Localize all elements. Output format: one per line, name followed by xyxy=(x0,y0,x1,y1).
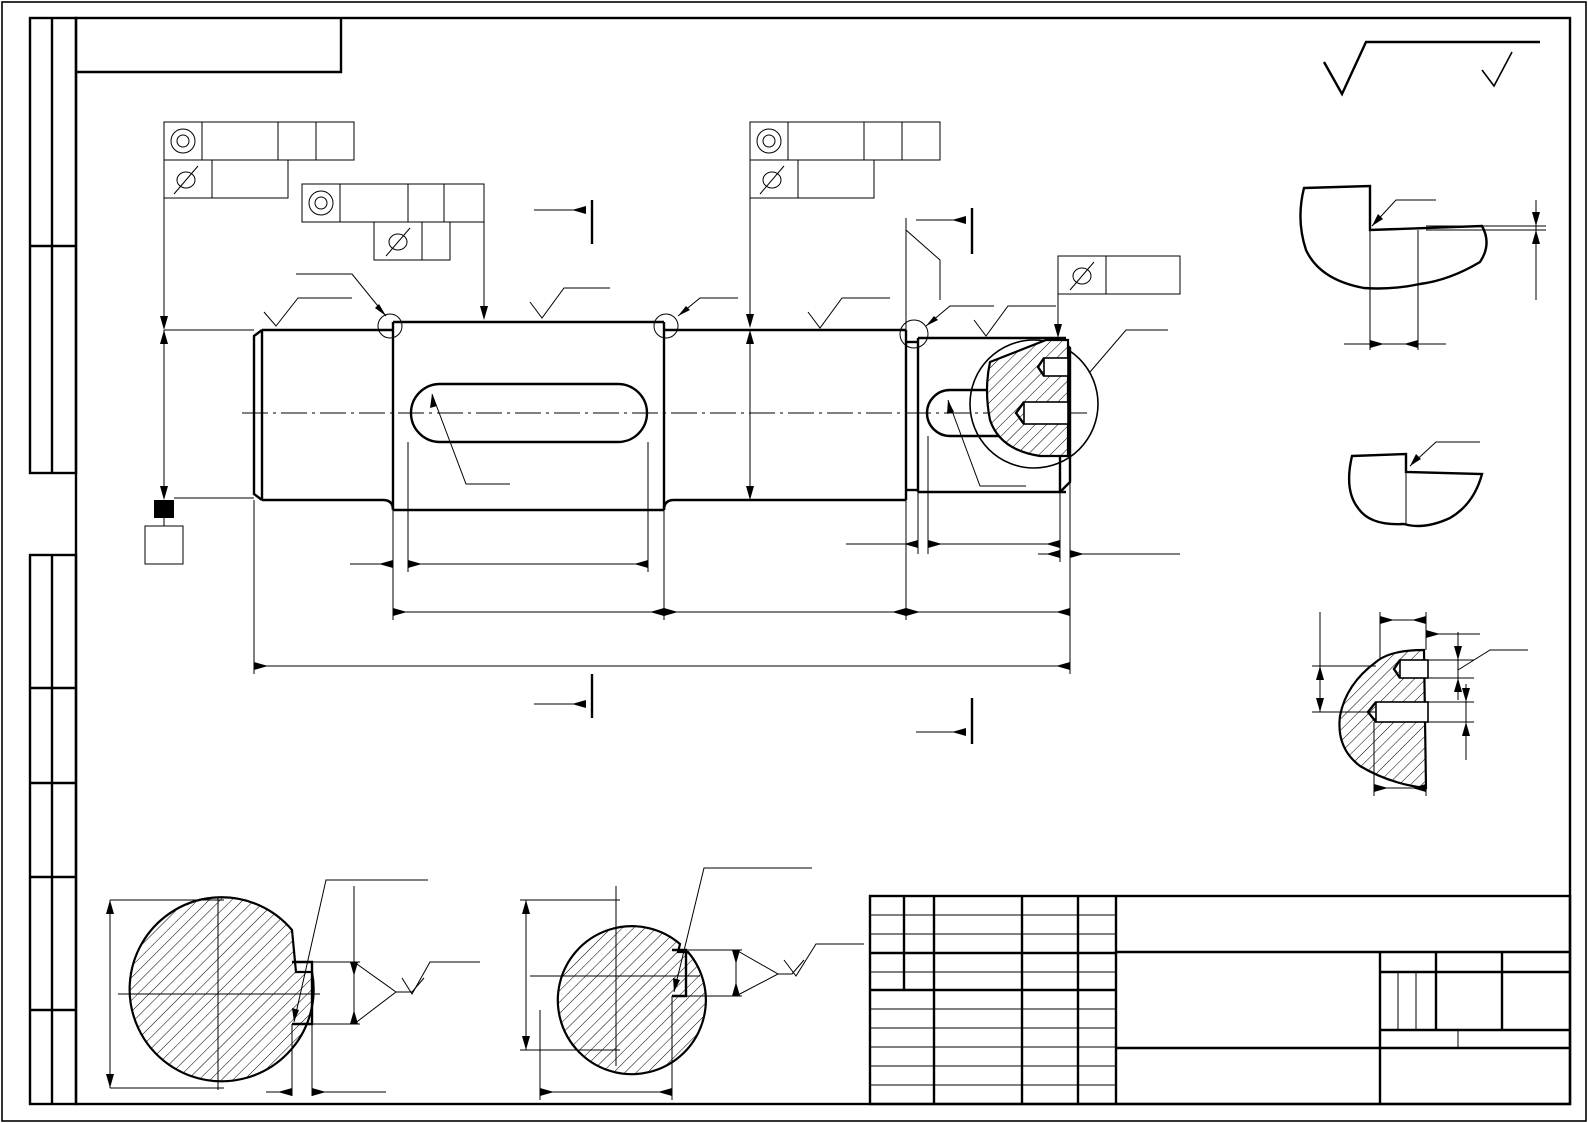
tolerance-frames xyxy=(160,121,1181,338)
leaders-main xyxy=(263,273,1168,487)
detail-mark-2 xyxy=(653,313,679,339)
cross-section-1 xyxy=(106,879,480,1096)
keyway-2 xyxy=(925,388,1012,438)
section-markers xyxy=(534,200,974,744)
shaft-main-view xyxy=(242,313,1099,512)
dimensions-main xyxy=(160,329,1180,674)
local-section-circle xyxy=(969,339,1099,469)
cross-section-2 xyxy=(520,867,864,1100)
roughness-symbol-general xyxy=(1322,40,1540,97)
datum-base xyxy=(144,497,254,565)
detail-mark-1 xyxy=(377,313,403,339)
title-block xyxy=(868,894,1572,1106)
detail-mark-3 xyxy=(899,319,929,349)
detail-view-3 xyxy=(1312,612,1528,796)
keyway-1 xyxy=(409,382,649,444)
detail-view-1 xyxy=(1299,184,1546,350)
detail-view-2 xyxy=(1347,441,1484,528)
